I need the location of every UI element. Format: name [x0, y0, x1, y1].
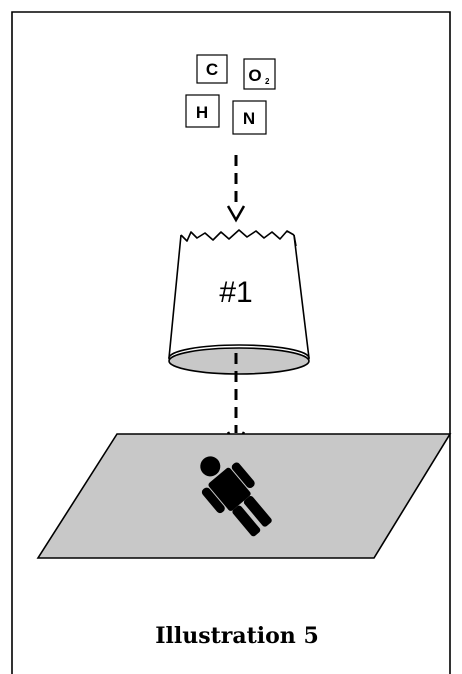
element-symbol-c: C — [206, 60, 218, 79]
caption: Illustration 5 — [155, 623, 319, 649]
container-label: #1 — [219, 276, 252, 309]
element-symbol-n: N — [243, 109, 255, 128]
dashed-down-arrow-icon — [228, 155, 244, 220]
element-subscript-o: 2 — [265, 77, 270, 86]
container-1: #1 — [169, 230, 309, 374]
element-box-n: N — [233, 101, 266, 134]
element-symbol-h: H — [196, 103, 208, 122]
element-box-h: H — [186, 95, 219, 127]
container-bottom — [169, 348, 309, 374]
element-box-c: C — [197, 55, 227, 83]
element-box-o2: O 2 — [244, 59, 275, 89]
element-symbol-o: O — [248, 66, 261, 85]
